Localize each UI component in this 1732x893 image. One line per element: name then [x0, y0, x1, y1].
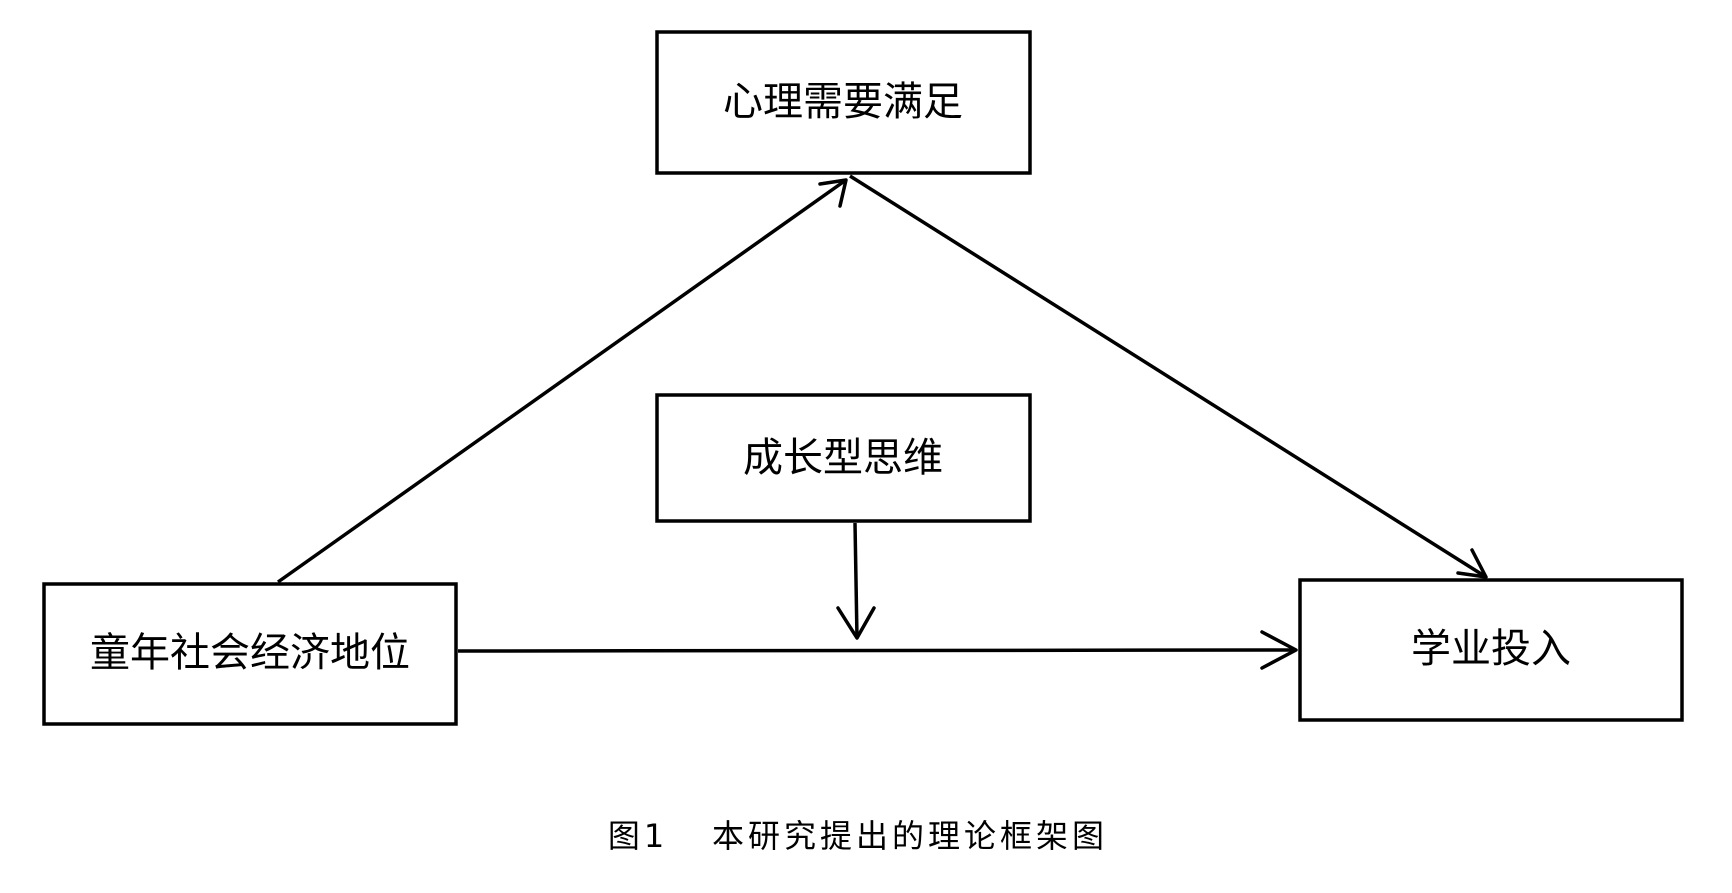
figure-caption-text: 本研究提出的理论框架图	[712, 817, 1108, 855]
arrowhead-moderation	[836, 606, 876, 640]
edge-need-satisfaction-to-engagement	[849, 174, 1487, 579]
node-growth-mindset-label: 成长型思维	[743, 435, 943, 481]
arrowhead-engagement-direct	[1260, 630, 1298, 670]
node-need-satisfaction: 心理需要满足	[655, 30, 1032, 175]
arrowhead-engagement-from-mediator	[1456, 548, 1488, 579]
node-growth-mindset: 成长型思维	[655, 393, 1032, 523]
edge-ses-to-engagement	[457, 648, 1297, 653]
node-childhood-ses: 童年社会经济地位	[42, 582, 458, 726]
edge-growth-mindset-moderation	[853, 522, 859, 639]
arrowhead-need-satisfaction	[818, 178, 848, 208]
node-academic-engagement: 学业投入	[1298, 578, 1684, 722]
node-childhood-ses-label: 童年社会经济地位	[90, 630, 410, 676]
edge-ses-to-need-satisfaction	[276, 178, 848, 584]
node-need-satisfaction-label: 心理需要满足	[723, 79, 963, 125]
figure-caption-label: 图1	[608, 817, 668, 855]
node-academic-engagement-label: 学业投入	[1411, 626, 1571, 672]
